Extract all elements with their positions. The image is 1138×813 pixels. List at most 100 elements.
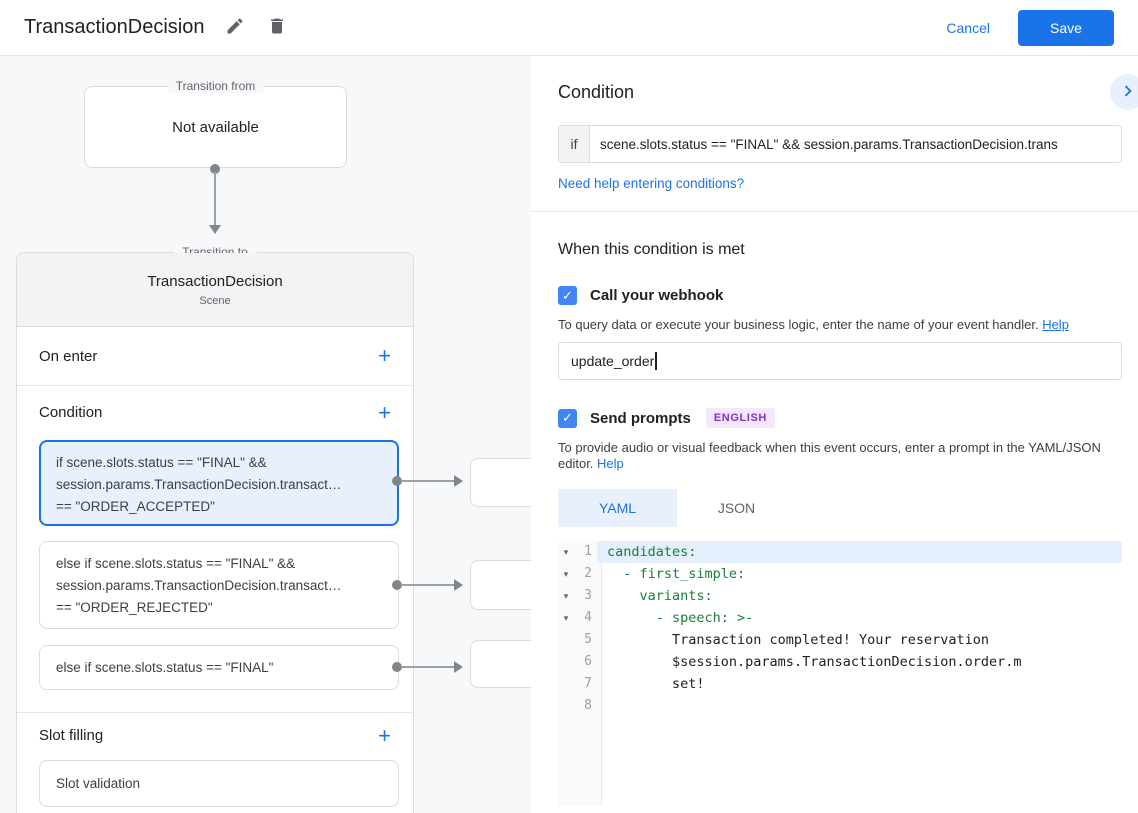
prompts-help-link[interactable]: Help — [597, 456, 624, 471]
page-title: TransactionDecision — [24, 16, 205, 38]
tab-json[interactable]: JSON — [717, 500, 756, 516]
code-text[interactable]: variants: — [607, 588, 713, 604]
condition-card-2[interactable]: else if scene.slots.status == "FINAL" &&… — [39, 541, 399, 629]
line-number: 7 — [584, 676, 592, 691]
on-enter-label: On enter — [39, 347, 98, 365]
transition-from-label: Transition from — [167, 79, 264, 93]
event-handler-input[interactable]: update_order — [558, 342, 1122, 380]
condition-text: == "ORDER_ACCEPTED" — [56, 499, 215, 514]
fold-spacer — [558, 651, 574, 673]
chevron-right-icon — [1117, 80, 1138, 105]
line-number: 1 — [584, 544, 592, 559]
text-cursor — [655, 352, 657, 370]
slot-validation-card[interactable]: Slot validation — [39, 760, 399, 807]
condition-text: else if scene.slots.status == "FINAL" && — [56, 556, 296, 571]
arrowhead-right-icon — [454, 661, 463, 673]
helper-text: To query data or execute your business l… — [558, 317, 1043, 332]
line-number: 4 — [584, 610, 592, 625]
topbar: TransactionDecision Cancel Save — [0, 0, 1138, 56]
conditions-help-link[interactable]: Need help entering conditions? — [558, 176, 745, 191]
if-prefix: if — [559, 126, 590, 162]
condition-text: session.params.TransactionDecision.trans… — [56, 477, 342, 492]
webhook-label: Call your webhook — [590, 287, 724, 304]
send-prompts-label: Send prompts — [590, 409, 691, 427]
condition-label: Condition — [39, 404, 103, 421]
fold-spacer — [558, 629, 574, 651]
condition-1-handle[interactable] — [392, 476, 402, 486]
editor-line: ▾ 3 variants: — [558, 585, 1122, 607]
add-on-enter-button[interactable]: + — [378, 343, 391, 368]
condition-card-3[interactable]: else if scene.slots.status == "FINAL" — [39, 645, 399, 690]
condition-card-1[interactable]: if scene.slots.status == "FINAL" && sess… — [39, 440, 399, 526]
connector-line — [401, 480, 455, 482]
condition-text: if scene.slots.status == "FINAL" && — [56, 455, 267, 470]
fold-arrow-icon[interactable]: ▾ — [563, 613, 569, 623]
delete-button[interactable] — [266, 17, 288, 39]
transition-to-node: Transition to TransactionDecision Scene … — [16, 245, 414, 813]
fold-spacer — [558, 695, 574, 717]
condition-3-handle[interactable] — [392, 662, 402, 672]
condition-expression-input[interactable]: scene.slots.status == "FINAL" && session… — [600, 136, 1058, 152]
webhook-helper-text: To query data or execute your business l… — [558, 317, 1122, 333]
transition-from-node: Transition from Not available — [84, 79, 347, 168]
fold-arrow-icon[interactable]: ▾ — [563, 547, 569, 557]
editor-line: 8 — [558, 695, 1122, 717]
fold-arrow-icon[interactable]: ▾ — [563, 569, 569, 579]
code-text[interactable]: candidates: — [597, 541, 1122, 563]
code-text[interactable]: - first_simple: — [607, 566, 746, 582]
condition-section: Condition + — [17, 385, 413, 440]
code-text[interactable]: - speech: >- — [607, 610, 754, 626]
fold-arrow-icon[interactable]: ▾ — [563, 591, 569, 601]
send-prompts-checkbox[interactable]: ✓ — [558, 408, 577, 428]
line-number: 8 — [584, 698, 592, 713]
code-text[interactable]: $session.params.TransactionDecision.orde… — [607, 654, 1022, 670]
cancel-button[interactable]: Cancel — [946, 19, 990, 36]
add-slot-button[interactable]: + — [378, 722, 391, 748]
divider — [17, 385, 413, 386]
connector-dot — [210, 164, 220, 174]
slot-filling-section: Slot filling + — [17, 712, 413, 759]
edit-button[interactable] — [224, 17, 246, 39]
condition-2-handle[interactable] — [392, 580, 402, 590]
code-text[interactable] — [597, 695, 1122, 717]
editor-gutter — [558, 541, 602, 806]
add-condition-button[interactable]: + — [378, 399, 391, 425]
arrowhead-down-icon — [209, 225, 221, 234]
tab-yaml[interactable]: YAML — [558, 489, 677, 527]
code-text[interactable]: set! — [607, 676, 705, 692]
line-number: 5 — [584, 632, 592, 647]
transition-target-3[interactable] — [470, 640, 531, 688]
save-button[interactable]: Save — [1018, 9, 1114, 46]
webhook-help-link[interactable]: Help — [1042, 317, 1069, 332]
trash-icon — [267, 16, 287, 39]
divider — [531, 211, 1138, 212]
line-number: 6 — [584, 654, 592, 669]
transition-target-1[interactable] — [470, 458, 531, 507]
line-number: 3 — [584, 588, 592, 603]
divider — [17, 712, 413, 713]
connector-line — [214, 172, 216, 226]
scene-card-header[interactable]: TransactionDecision Scene — [17, 253, 413, 327]
arrowhead-right-icon — [454, 475, 463, 487]
language-badge: ENGLISH — [705, 408, 775, 428]
condition-expression-row: if scene.slots.status == "FINAL" && sess… — [558, 125, 1122, 163]
webhook-checkbox[interactable]: ✓ — [558, 286, 577, 305]
yaml-editor[interactable]: ▾ 1 candidates: ▾ 2 - first_simple: ▾ 3 … — [558, 541, 1122, 806]
fold-spacer — [558, 673, 574, 695]
connector-line — [401, 584, 455, 586]
collapse-panel-button[interactable] — [1110, 74, 1138, 110]
transition-target-2[interactable] — [470, 560, 531, 610]
pencil-icon — [225, 16, 245, 39]
flow-canvas: Transition from Not available Transition… — [0, 56, 531, 813]
helper-text: To provide audio or visual feedback when… — [558, 440, 1101, 471]
code-text[interactable]: Transaction completed! Your reservation — [607, 632, 990, 648]
line-number: 2 — [584, 566, 592, 581]
condition-detail-panel: Condition if scene.slots.status == "FINA… — [531, 56, 1138, 813]
editor-line: ▾ 2 - first_simple: — [558, 563, 1122, 585]
prompts-helper-text: To provide audio or visual feedback when… — [558, 440, 1122, 472]
editor-tabs: YAML JSON — [558, 489, 1122, 527]
panel-condition-title: Condition — [558, 82, 635, 102]
editor-line: 6 $session.params.TransactionDecision.or… — [558, 651, 1122, 673]
when-met-title: When this condition is met — [558, 241, 745, 258]
